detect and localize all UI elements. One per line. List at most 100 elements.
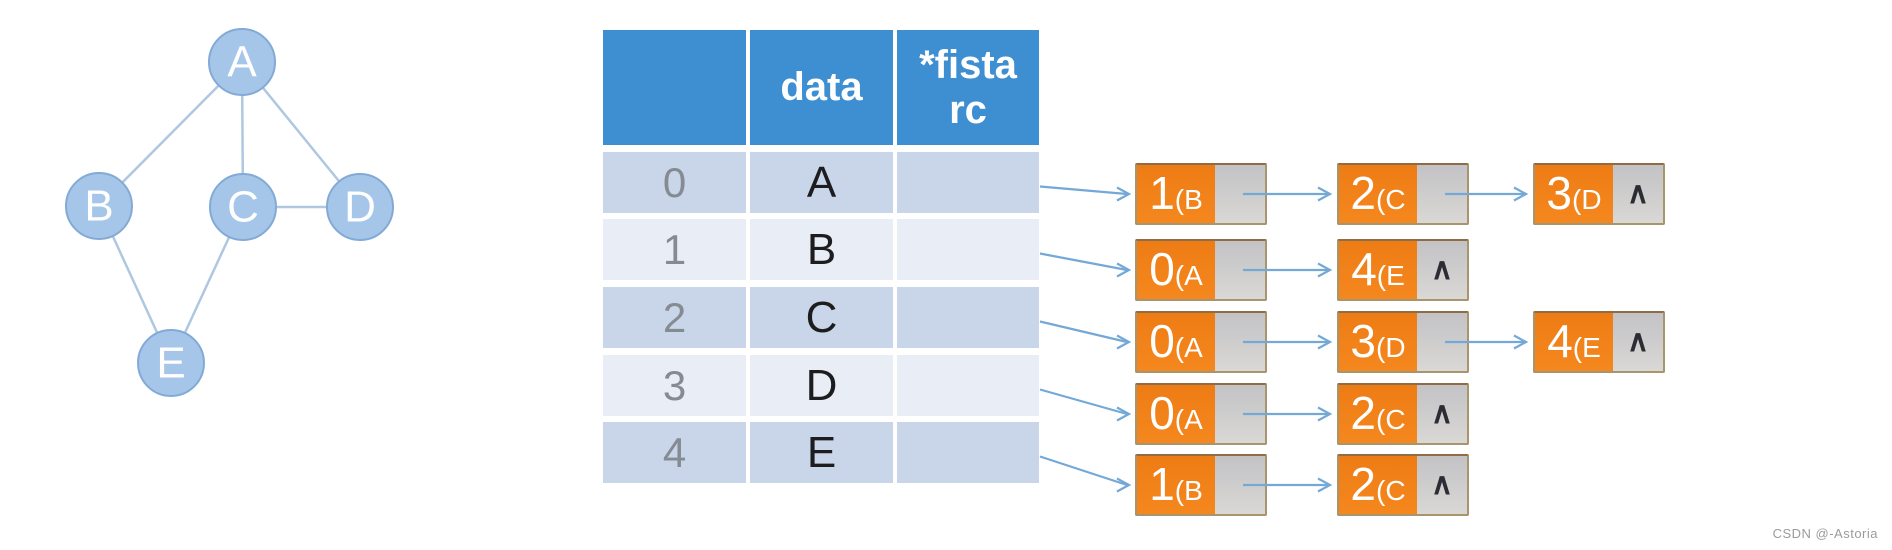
table-data-cell-a: A — [750, 152, 893, 213]
table-firstarc-cell-1 — [897, 219, 1039, 280]
adjvex-letter: (E — [1376, 260, 1405, 291]
arc-node-e-2: 2(C ∧ — [1337, 454, 1469, 516]
arc-node-c-3: 3(D — [1337, 311, 1469, 373]
null-caret-icon: ∧ — [1431, 253, 1453, 286]
table-data-cell-d: D — [750, 355, 893, 416]
arc-node-next-pointer — [1215, 385, 1265, 443]
adjvex-index: 2 — [1350, 167, 1377, 219]
adjvex-index: 2 — [1350, 387, 1377, 439]
table-header-firstarc: *fista rc — [897, 30, 1039, 145]
null-caret-icon: ∧ — [1627, 177, 1649, 210]
graph-node-label-b: B — [84, 182, 113, 231]
adjvex-index: 2 — [1350, 458, 1377, 510]
table-firstarc-cell-3 — [897, 355, 1039, 416]
adjvex-index: 1 — [1149, 167, 1175, 219]
arc-node-d-2: 2(C ∧ — [1337, 383, 1469, 445]
watermark: CSDN @-Astoria — [1772, 526, 1878, 541]
arc-node-next-pointer — [1215, 456, 1265, 514]
arc-node-next-pointer: ∧ — [1613, 313, 1663, 371]
arc-node-next-pointer — [1417, 165, 1467, 223]
arc-node-e-1: 1(B — [1135, 454, 1267, 516]
arc-node-b-4: 4(E ∧ — [1337, 239, 1469, 301]
arc-node-value: 3(D — [1339, 313, 1417, 371]
arc-node-next-pointer — [1417, 313, 1467, 371]
arc-node-next-pointer — [1215, 165, 1265, 223]
pointer-arrow — [1039, 252, 1132, 278]
graph-node-d — [326, 173, 394, 241]
arc-node-value: 2(C — [1339, 456, 1417, 514]
arc-node-value: 4(E — [1535, 313, 1613, 371]
adjvex-letter: (D — [1376, 332, 1406, 363]
table-data-cell-c: C — [750, 287, 893, 348]
arc-node-next-pointer: ∧ — [1417, 241, 1467, 299]
arc-node-next-pointer: ∧ — [1417, 456, 1467, 514]
adjvex-letter: (C — [1376, 184, 1406, 215]
arc-node-value: 1(B — [1137, 165, 1215, 223]
arc-node-value: 0(A — [1137, 241, 1215, 299]
pointer-arrow — [1039, 455, 1132, 493]
arc-node-next-pointer — [1215, 313, 1265, 371]
graph-node-label-d: D — [344, 183, 376, 232]
graph-node-a — [208, 28, 276, 96]
arc-node-a-3: 3(D ∧ — [1533, 163, 1665, 225]
graph-figure: A B C D E — [65, 28, 394, 397]
adjvex-letter: (D — [1572, 184, 1602, 215]
arc-node-a-1: 1(B — [1135, 163, 1267, 225]
null-caret-icon: ∧ — [1431, 468, 1453, 501]
adjvex-index: 0 — [1149, 243, 1175, 295]
arc-node-c-0: 0(A — [1135, 311, 1267, 373]
table-data-cell-e: E — [750, 422, 893, 483]
pointer-arrow — [1039, 185, 1132, 202]
adjvex-index: 4 — [1351, 243, 1377, 295]
table-index-cell-0: 0 — [603, 152, 746, 213]
table-index-cell-1: 1 — [603, 219, 746, 280]
arc-node-value: 1(B — [1137, 456, 1215, 514]
arc-node-value: 2(C — [1339, 385, 1417, 443]
adjvex-index: 3 — [1546, 167, 1573, 219]
arc-node-value: 4(E — [1339, 241, 1417, 299]
arc-node-value: 3(D — [1535, 165, 1613, 223]
table-header-data: data — [750, 30, 893, 145]
adjvex-letter: (A — [1174, 260, 1203, 291]
adjvex-letter: (B — [1174, 184, 1203, 215]
adjvex-index: 0 — [1149, 315, 1175, 367]
arc-node-b-0: 0(A — [1135, 239, 1267, 301]
adjvex-letter: (B — [1174, 475, 1203, 506]
table-index-cell-4: 4 — [603, 422, 746, 483]
table-data-cell-b: B — [750, 219, 893, 280]
graph-node-b — [65, 172, 133, 240]
graph-node-label-c: C — [227, 183, 259, 232]
adjvex-letter: (A — [1174, 404, 1203, 435]
adjvex-letter: (A — [1174, 332, 1203, 363]
table-firstarc-cell-2 — [897, 287, 1039, 348]
adjvex-letter: (C — [1376, 475, 1406, 506]
arc-node-c-4: 4(E ∧ — [1533, 311, 1665, 373]
graph-node-label-a: A — [227, 38, 257, 87]
arc-node-next-pointer: ∧ — [1417, 385, 1467, 443]
adjvex-letter: (E — [1572, 332, 1601, 363]
adjvex-index: 3 — [1350, 315, 1377, 367]
arc-node-a-2: 2(C — [1337, 163, 1469, 225]
arc-node-d-0: 0(A — [1135, 383, 1267, 445]
graph-node-label-e: E — [156, 339, 185, 388]
arc-node-value: 2(C — [1339, 165, 1417, 223]
table-firstarc-cell-4 — [897, 422, 1039, 483]
null-caret-icon: ∧ — [1627, 325, 1649, 358]
adjvex-index: 4 — [1547, 315, 1573, 367]
table-header-index — [603, 30, 746, 145]
null-caret-icon: ∧ — [1431, 397, 1453, 430]
arc-node-next-pointer — [1215, 241, 1265, 299]
table-index-cell-3: 3 — [603, 355, 746, 416]
table-firstarc-cell-0 — [897, 152, 1039, 213]
adjvex-index: 0 — [1149, 387, 1175, 439]
pointer-arrow — [1039, 388, 1132, 422]
table-index-cell-2: 2 — [603, 287, 746, 348]
arc-node-value: 0(A — [1137, 385, 1215, 443]
graph-node-c — [209, 173, 277, 241]
pointer-arrow — [1039, 320, 1132, 350]
adjvex-index: 1 — [1149, 458, 1175, 510]
graph-node-e — [137, 329, 205, 397]
arc-node-next-pointer: ∧ — [1613, 165, 1663, 223]
adjvex-letter: (C — [1376, 404, 1406, 435]
